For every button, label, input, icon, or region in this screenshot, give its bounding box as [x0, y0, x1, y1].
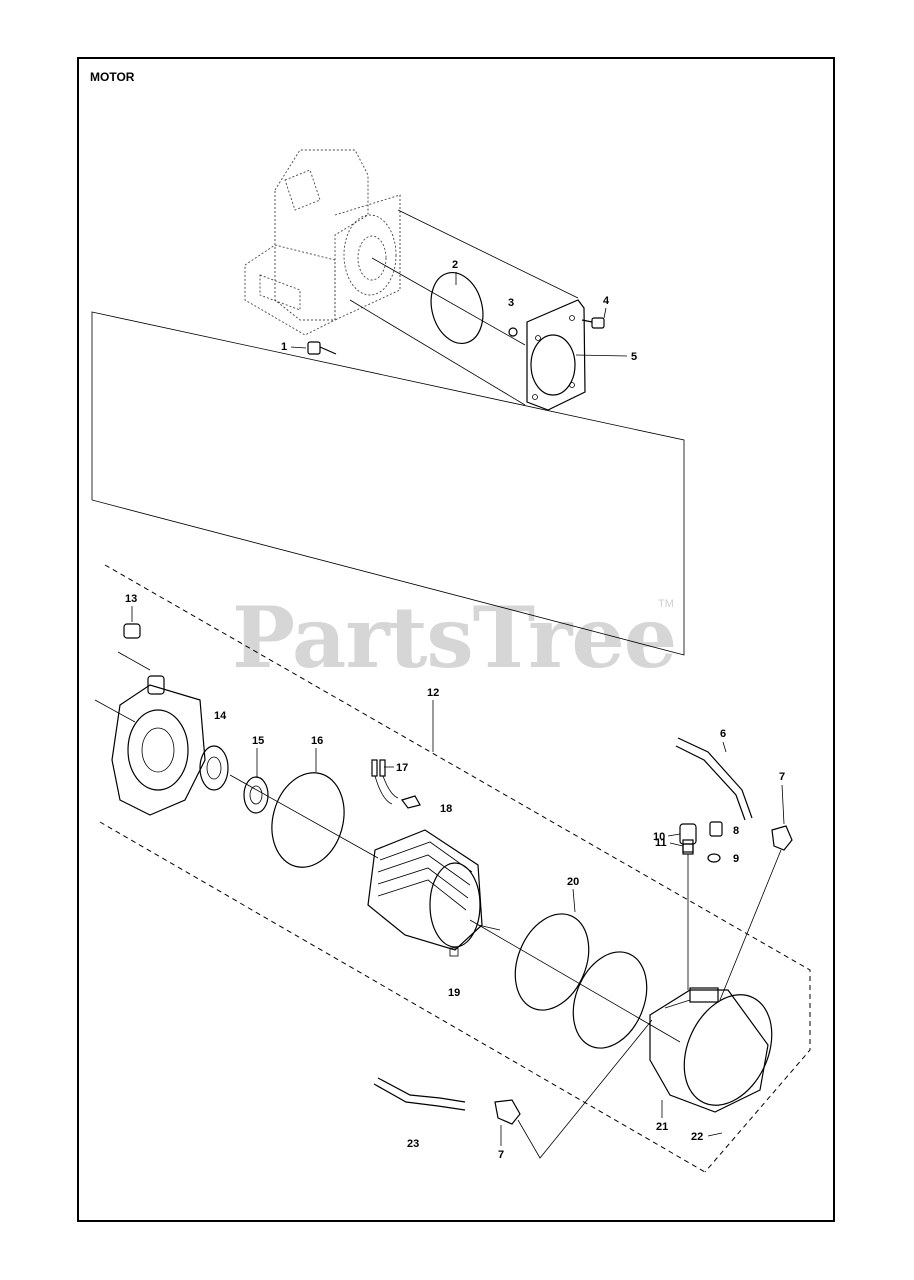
brush-part	[371, 759, 399, 805]
housing-cylinder	[649, 987, 773, 1113]
seal-ring	[514, 913, 590, 1011]
trademark: TM	[658, 598, 674, 610]
diagram-title: MOTOR	[90, 70, 135, 84]
watermark: PartsTree	[232, 588, 677, 687]
hose-part	[373, 1077, 466, 1111]
nut-part	[709, 821, 723, 837]
callout-label: 14	[214, 710, 227, 722]
upper-alignment-lines	[91, 209, 685, 656]
callout-label: 4	[603, 295, 610, 307]
bearing-part	[199, 745, 229, 791]
callout-label: 11	[655, 837, 667, 849]
callout-label: 23	[407, 1138, 419, 1150]
callout-label: 18	[440, 803, 452, 815]
end-cover	[94, 675, 206, 816]
bolt-part	[307, 341, 337, 355]
adapter-plate	[526, 299, 586, 411]
callout-label: 12	[427, 687, 439, 699]
plug-part	[117, 623, 151, 671]
o-ring-part	[430, 272, 484, 344]
clip-part	[401, 795, 421, 809]
fitting-part	[679, 823, 697, 990]
callout-label: 19	[448, 987, 460, 999]
callout-label: 16	[311, 735, 323, 747]
motor-body	[367, 829, 501, 957]
callout-label: 6	[720, 728, 726, 740]
callout-label: 8	[733, 825, 739, 837]
callout-label: 2	[452, 259, 458, 271]
callout-label: 3	[508, 297, 514, 309]
callout-labels: 1 2 3 4 5 6 7 7 8 9 10 11 12 13 14 15 16…	[125, 259, 785, 1161]
callout-label: 5	[631, 351, 637, 363]
gasket-ring	[271, 772, 345, 868]
rotor-axis-line	[469, 919, 681, 1043]
gearbox-housing	[244, 149, 401, 336]
callout-label: 13	[125, 593, 137, 605]
callout-label: 7	[779, 771, 785, 783]
callout-label: 1	[281, 341, 287, 353]
callout-label: 20	[567, 876, 579, 888]
callout-label: 9	[733, 853, 739, 865]
elbow-fitting	[719, 825, 793, 1001]
callout-label: 22	[691, 1131, 703, 1143]
callout-label: 10	[653, 831, 665, 843]
callout-label: 15	[252, 735, 264, 747]
bolt-part	[581, 317, 605, 329]
elbow-fitting	[494, 1019, 653, 1159]
bearing-part	[243, 776, 269, 814]
shaft-axis-line	[229, 774, 379, 859]
lower-assembly-outline	[99, 564, 811, 1173]
callout-label: 7	[498, 1149, 504, 1161]
hose-part	[675, 737, 753, 821]
callout-label: 17	[396, 762, 408, 774]
callout-label: 21	[656, 1121, 668, 1133]
diagram-frame	[77, 57, 835, 1222]
seal-ring	[572, 951, 648, 1049]
screw-part	[508, 327, 518, 337]
clip-part	[707, 853, 721, 863]
